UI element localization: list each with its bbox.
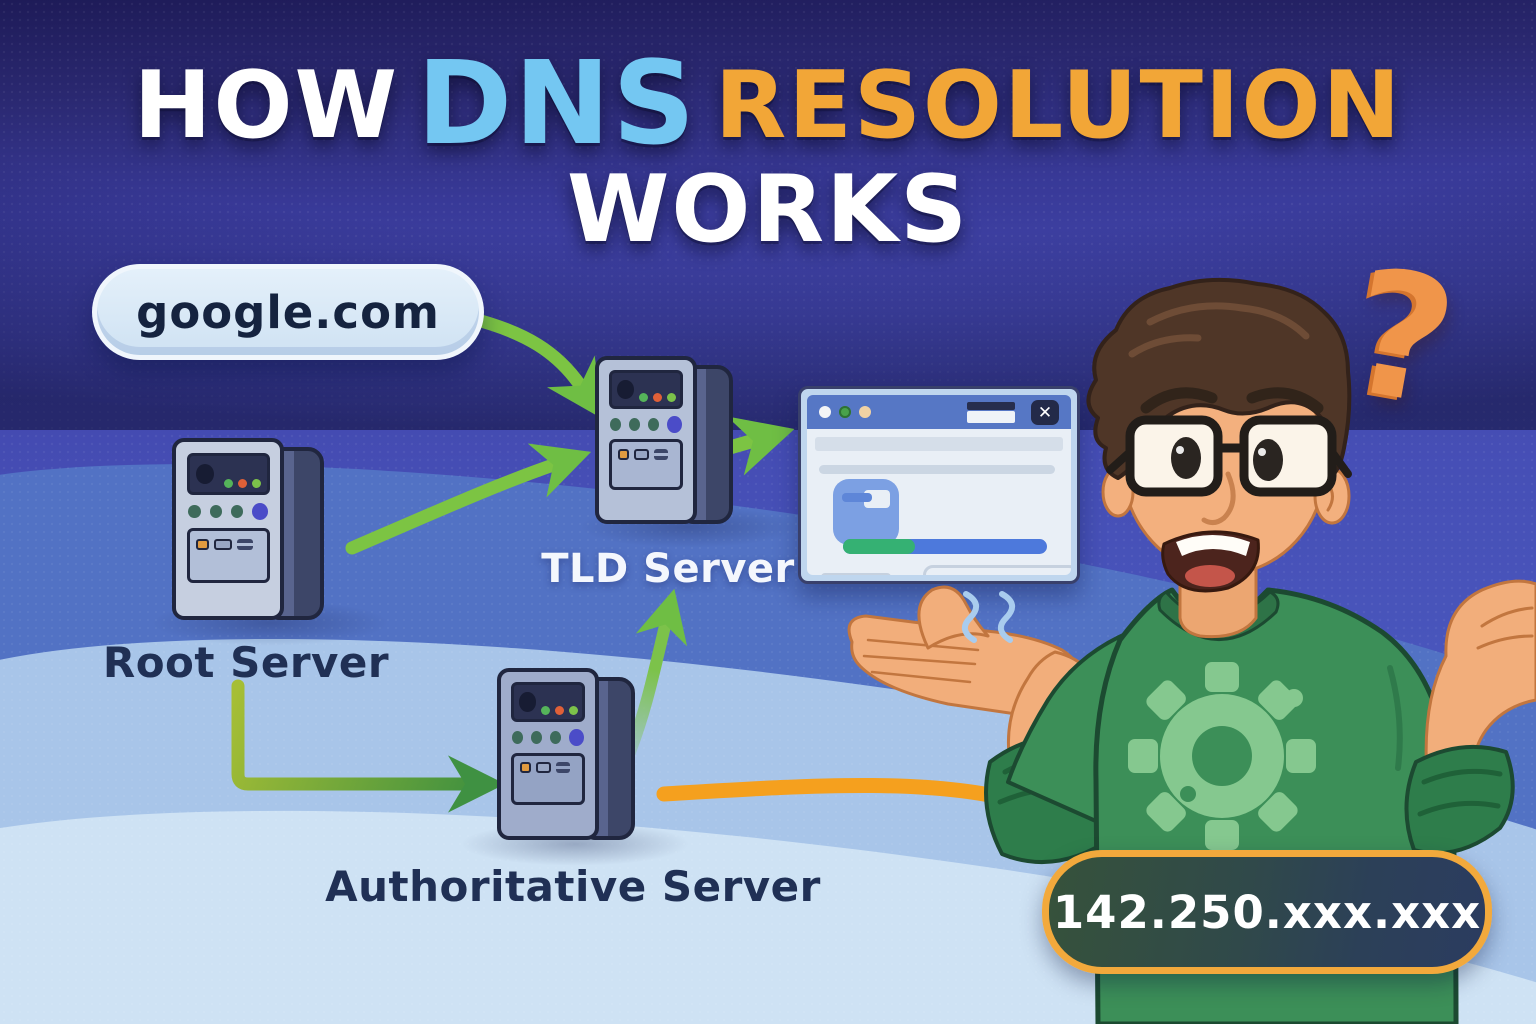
server-top-panel xyxy=(186,452,270,496)
domain-query-label: google.com xyxy=(136,285,440,339)
server-top-panel xyxy=(608,369,684,410)
arrow-root-to-authoritative xyxy=(231,679,506,813)
server-drive-icon xyxy=(195,463,215,485)
root-server-illustration xyxy=(172,438,324,620)
server-status-dots xyxy=(188,500,269,524)
tld-server-label: TLD Server xyxy=(541,546,795,592)
title-resolution: RESOLUTION xyxy=(714,51,1403,159)
server-status-dots xyxy=(512,726,584,749)
title-dns: DNS xyxy=(416,37,698,171)
ip-result-label: 142.250.xxx.xxx xyxy=(1052,885,1482,939)
server-led-lights xyxy=(638,393,676,403)
server-front-panel xyxy=(595,356,698,524)
arrow-root-to-tld xyxy=(345,443,592,555)
server-front-panel xyxy=(172,438,285,620)
server-front-panel xyxy=(497,668,600,840)
authoritative-server-illustration xyxy=(497,668,635,840)
server-status-dots xyxy=(610,413,682,436)
authoritative-server-label: Authoritative Server xyxy=(325,862,821,911)
root-server-label: Root Server xyxy=(102,638,390,687)
server-drive-icon xyxy=(617,380,634,399)
server-top-panel xyxy=(510,681,586,723)
server-drive-bay xyxy=(510,752,586,805)
server-drive-bay xyxy=(186,528,270,584)
arrow-query-to-tld xyxy=(463,311,603,419)
page-title: HOW DNS RESOLUTION WORKS xyxy=(0,44,1536,258)
server-drive-icon xyxy=(519,692,536,712)
domain-query-pill: google.com xyxy=(92,264,484,360)
server-led-lights xyxy=(540,706,578,716)
gear-hole xyxy=(1192,726,1252,786)
server-drive-bay xyxy=(608,439,684,490)
arrow-authoritative-to-tld xyxy=(624,588,688,758)
title-works: WORKS xyxy=(566,154,970,263)
tld-server-illustration xyxy=(595,356,733,524)
gear-notch xyxy=(1180,786,1196,802)
ip-result-pill: 142.250.xxx.xxx xyxy=(1042,850,1492,974)
server-led-lights xyxy=(224,478,262,488)
title-how: HOW xyxy=(133,51,400,159)
